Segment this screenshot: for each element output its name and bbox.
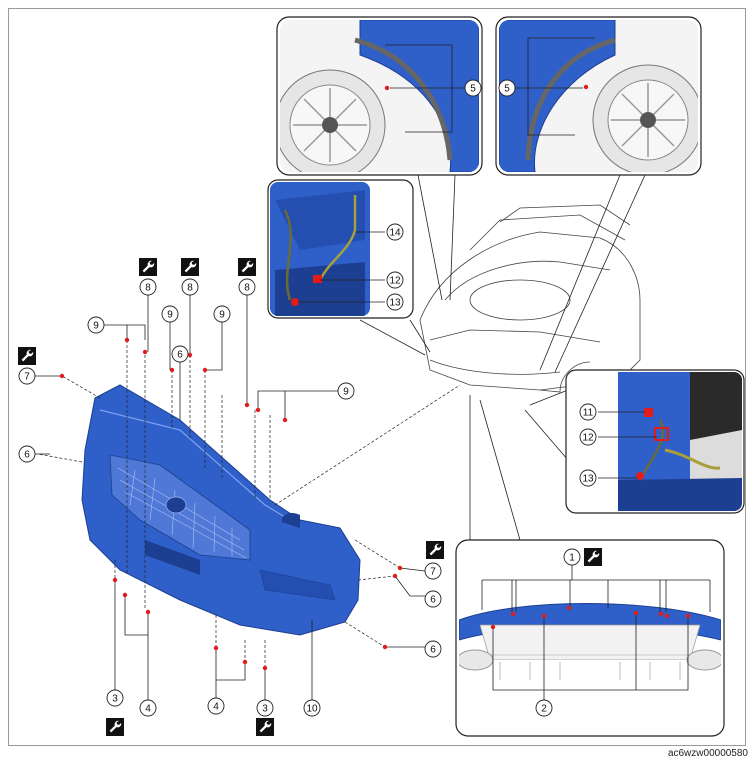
callout-5-right: 5 [498,79,516,97]
svg-text:7: 7 [24,372,30,383]
callouts: 5 5 14 12 13 11 12 13 [18,79,597,717]
bumper-leader-lines [37,340,461,668]
callout-12-right: 12 [579,428,597,446]
svg-text:11: 11 [583,408,594,419]
svg-text:6: 6 [430,645,436,656]
svg-text:3: 3 [262,704,268,715]
inset-left-harness [267,179,414,319]
svg-text:8: 8 [187,283,193,294]
svg-text:4: 4 [213,702,219,713]
callout-10: 10 [303,699,321,717]
inset-right-harness [565,369,745,514]
callout-6-a: 6 [171,345,189,363]
svg-text:5: 5 [504,84,510,95]
wrench-icon [238,258,256,276]
wrench-icon [181,258,199,276]
callout-4-b: 4 [207,697,225,715]
inset-pointers [359,174,646,541]
callout-8-a: 8 [139,278,157,296]
inset-left-fender [276,16,483,176]
wrench-icon [426,541,444,559]
wrench-icon [18,347,36,365]
callout-9-a: 9 [87,316,105,334]
svg-text:8: 8 [145,283,151,294]
callout-9-d: 9 [337,382,355,400]
svg-text:13: 13 [582,474,594,485]
callout-2: 2 [535,699,553,717]
callout-1: 1 [563,548,581,566]
svg-text:4: 4 [145,704,151,715]
callout-4-a: 4 [139,699,157,717]
svg-text:9: 9 [219,310,225,321]
callout-9-b: 9 [161,305,179,323]
callout-3-a: 3 [106,689,124,707]
callout-6-b: 6 [18,445,36,463]
vehicle-outline [419,204,641,393]
wrench-icon [584,548,602,566]
svg-text:9: 9 [167,310,173,321]
callout-5-left: 5 [464,79,482,97]
svg-text:10: 10 [306,704,318,715]
svg-text:8: 8 [244,283,250,294]
wrench-icon [106,718,124,736]
callout-6-d: 6 [424,640,442,658]
svg-text:1: 1 [569,553,575,564]
callout-7-a: 7 [18,367,36,385]
inset-under-cover [455,539,725,737]
callout-9-c: 9 [213,305,231,323]
svg-text:9: 9 [93,321,99,332]
svg-text:2: 2 [541,704,547,715]
callout-12-left: 12 [386,271,404,289]
callout-13-right: 13 [579,469,597,487]
svg-text:5: 5 [470,84,476,95]
svg-text:13: 13 [389,298,401,309]
callout-8-c: 8 [238,278,256,296]
figure-id: ac6wzw00000580 [667,748,748,759]
svg-text:7: 7 [430,567,436,578]
wrench-icon [139,258,157,276]
svg-text:14: 14 [389,228,401,239]
callout-7-b: 7 [424,562,442,580]
callout-11: 11 [579,403,597,421]
callout-14: 14 [386,223,404,241]
callout-8-b: 8 [181,278,199,296]
inset-right-fender [495,16,702,176]
front-bumper [81,384,361,636]
svg-text:12: 12 [582,433,594,444]
svg-text:12: 12 [389,276,401,287]
diagram-frame [8,8,746,746]
wrench-icon [256,718,274,736]
svg-text:6: 6 [24,450,30,461]
svg-text:6: 6 [177,350,183,361]
callout-3-b: 3 [256,699,274,717]
svg-text:9: 9 [343,387,349,398]
callout-13-left: 13 [386,293,404,311]
callout-leaders [35,295,426,700]
svg-text:6: 6 [430,595,436,606]
svg-text:3: 3 [112,694,118,705]
callout-6-c: 6 [424,590,442,608]
